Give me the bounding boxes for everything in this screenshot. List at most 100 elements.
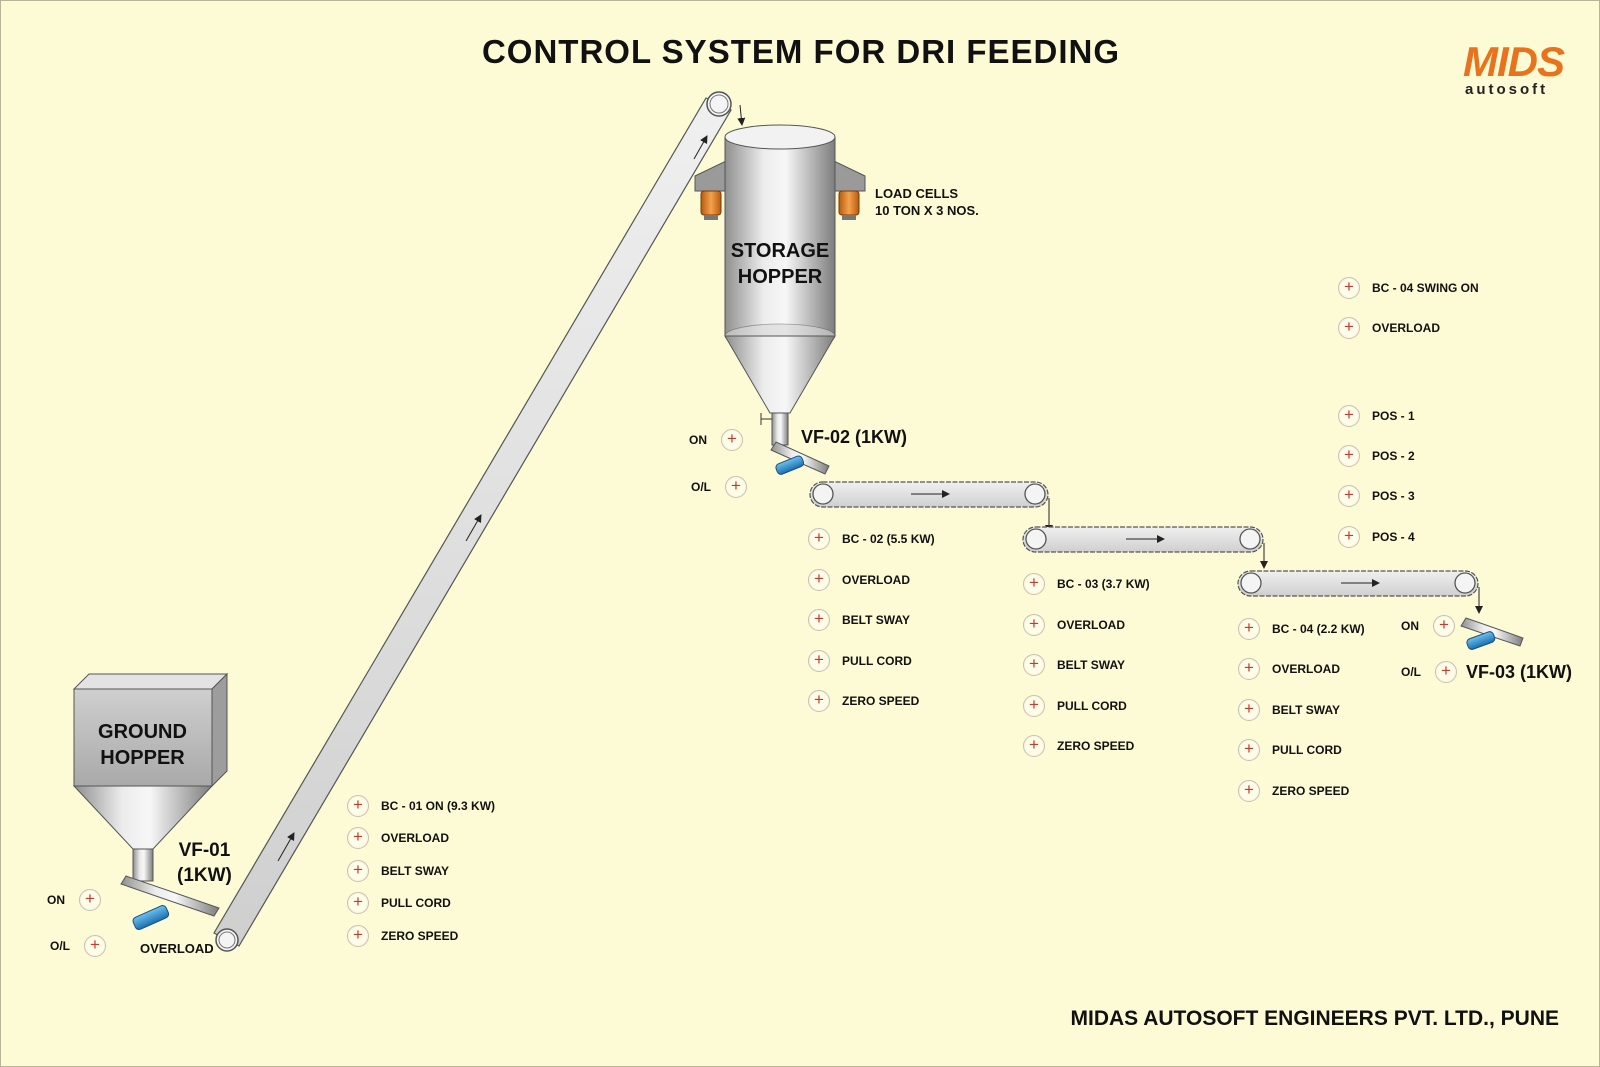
bc03-label-3: PULL CORD <box>1057 699 1127 713</box>
ground-hopper-line1: GROUND <box>98 721 187 743</box>
vf03-ol-button[interactable]: + <box>1435 661 1457 683</box>
storage-hopper-label: STORAGE HOPPER <box>725 238 835 290</box>
bc04-label-2: BELT SWAY <box>1272 703 1341 717</box>
bc03-label-2: BELT SWAY <box>1057 658 1126 672</box>
logo-mark: MIDS <box>1463 38 1565 85</box>
ground-hopper-line2: HOPPER <box>100 747 185 769</box>
bc02-signal-0: + BC - 02 (5.5 KW) <box>808 528 935 550</box>
bc01-button-0[interactable]: + <box>347 795 369 817</box>
vf01-label: VF-01 (1KW) <box>177 839 232 888</box>
bc03-button-4[interactable]: + <box>1023 735 1045 757</box>
bc03-button-3[interactable]: + <box>1023 695 1045 717</box>
company-logo: MIDS autosoft <box>1463 38 1575 99</box>
bc03-signal-2: + BELT SWAY <box>1023 654 1125 676</box>
bc02-signal-4: + ZERO SPEED <box>808 690 919 712</box>
bc02-label-4: ZERO SPEED <box>842 694 920 708</box>
bc03-button-0[interactable]: + <box>1023 573 1045 595</box>
pos-button-2[interactable]: + <box>1338 485 1360 507</box>
vf03-on-label: ON <box>1401 619 1419 633</box>
motor-icon <box>132 905 170 931</box>
vibro-feeder-vf01 <box>120 875 220 931</box>
bc01-button-1[interactable]: + <box>347 827 369 849</box>
bc04-button-0[interactable]: + <box>1238 618 1260 640</box>
pos-signal-3: + POS - 4 <box>1338 526 1415 548</box>
bc02-label-0: BC - 02 (5.5 KW) <box>842 532 935 546</box>
bc04-signal-2: + BELT SWAY <box>1238 699 1340 721</box>
vf01-on-button[interactable]: + <box>79 889 101 911</box>
vibro-feeder-vf03 <box>1460 617 1524 650</box>
bc02-label-2: BELT SWAY <box>842 613 911 627</box>
bc04-label-1: OVERLOAD <box>1272 662 1341 676</box>
swing-button-0[interactable]: + <box>1338 277 1360 299</box>
bc02-label-3: PULL CORD <box>842 654 912 668</box>
ground-hopper-label: GROUND HOPPER <box>85 719 200 771</box>
pos-label-1: POS - 2 <box>1372 449 1415 463</box>
bc02-signal-2: + BELT SWAY <box>808 609 910 631</box>
pos-label-2: POS - 3 <box>1372 489 1415 503</box>
bc04-button-2[interactable]: + <box>1238 699 1260 721</box>
bc04-label-0: BC - 04 (2.2 KW) <box>1272 622 1365 636</box>
load-cell-left <box>700 190 722 220</box>
pos-button-1[interactable]: + <box>1338 445 1360 467</box>
bc01-label-3: PULL CORD <box>381 896 451 910</box>
bc02-button-3[interactable]: + <box>808 650 830 672</box>
bc01-signal-4: + ZERO SPEED <box>347 925 458 947</box>
swing-signal-1: +OVERLOAD <box>1338 317 1440 339</box>
bc02-button-4[interactable]: + <box>808 690 830 712</box>
bc01-label-1: OVERLOAD <box>381 831 450 845</box>
bc01-label-4: ZERO SPEED <box>381 929 459 943</box>
storage-hopper-line2: HOPPER <box>737 266 823 288</box>
conveyor-bc02 <box>809 481 1053 533</box>
bc02-button-0[interactable]: + <box>808 528 830 550</box>
bc03-button-1[interactable]: + <box>1023 614 1045 636</box>
bc04-button-4[interactable]: + <box>1238 780 1260 802</box>
motor-icon <box>1466 631 1496 650</box>
swing-label-0: BC - 04 SWING ON <box>1372 281 1479 295</box>
bc03-signal-4: +ZERO SPEED <box>1023 735 1134 757</box>
bc01-button-3[interactable]: + <box>347 892 369 914</box>
bc02-button-2[interactable]: + <box>808 609 830 631</box>
conveyor-bc04 <box>1237 570 1483 614</box>
vf03-ol-label: O/L <box>1401 665 1421 679</box>
bc03-button-2[interactable]: + <box>1023 654 1045 676</box>
bc01-label-0: BC - 01 ON (9.3 KW) <box>381 799 496 813</box>
pos-button-0[interactable]: + <box>1338 405 1360 427</box>
bc03-signal-3: + PULL CORD <box>1023 695 1127 717</box>
bc01-button-2[interactable]: + <box>347 860 369 882</box>
bc03-signal-1: +OVERLOAD <box>1023 614 1125 636</box>
bc04-button-1[interactable]: + <box>1238 658 1260 680</box>
swing-button-1[interactable]: + <box>1338 317 1360 339</box>
vf02-on-label: ON <box>689 433 707 447</box>
pos-signal-0: +POS - 1 <box>1338 405 1415 427</box>
bc02-button-1[interactable]: + <box>808 569 830 591</box>
vf01-ol-indicator: O/L + <box>50 935 106 957</box>
vf01-name: VF-01 <box>178 840 231 861</box>
logo-subtext: autosoft <box>1465 81 1549 98</box>
bc01-button-4[interactable]: + <box>347 925 369 947</box>
bc01-label-2: BELT SWAY <box>381 864 450 878</box>
bc04-label-4: ZERO SPEED <box>1272 784 1350 798</box>
pos-button-3[interactable]: + <box>1338 526 1360 548</box>
pos-label-3: POS - 4 <box>1372 530 1415 544</box>
bc03-label-0: BC - 03 (3.7 KW) <box>1057 577 1150 591</box>
bc04-signal-1: + OVERLOAD <box>1238 658 1340 680</box>
bc04-button-3[interactable]: + <box>1238 739 1260 761</box>
conveyor-bc01 <box>213 91 746 952</box>
vf01-on-indicator: ON + <box>47 889 101 911</box>
page-title: CONTROL SYSTEM FOR DRI FEEDING <box>481 33 1121 70</box>
bc02-signal-1: +OVERLOAD <box>808 569 910 591</box>
vf03-on-button[interactable]: + <box>1433 615 1455 637</box>
vf02-ol-button[interactable]: + <box>725 476 747 498</box>
vf01-rating: (1KW) <box>177 864 232 886</box>
pos-signal-2: + POS - 3 <box>1338 485 1415 507</box>
bc04-signal-3: +PULL CORD <box>1238 739 1342 761</box>
vibro-feeder-vf02 <box>770 441 830 475</box>
motor-icon <box>775 455 805 475</box>
vf01-ol-button[interactable]: + <box>84 935 106 957</box>
ground-hopper <box>72 672 229 882</box>
load-cells-line2: 10 TON X 3 NOS. <box>875 202 979 218</box>
vf02-on-button[interactable]: + <box>721 429 743 451</box>
footer-company: MIDAS AUTOSOFT ENGINEERS PVT. LTD., PUNE <box>1070 1007 1560 1030</box>
